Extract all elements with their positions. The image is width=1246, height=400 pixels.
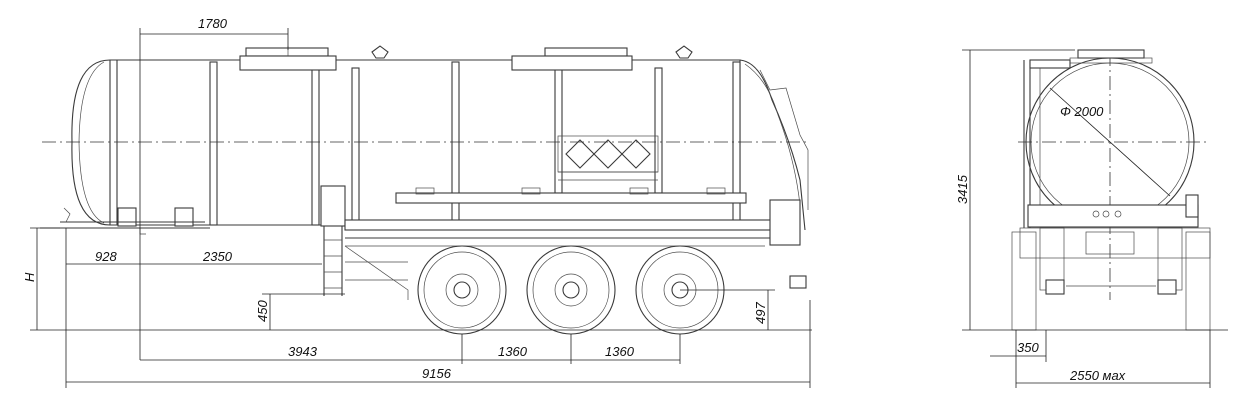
rear-side-frame (1023, 59, 1071, 228)
chassis-frame (344, 199, 807, 300)
manhole-platform-left (239, 45, 389, 71)
dim-1360-b: 1360 (605, 344, 635, 359)
rear-subframe (1019, 194, 1211, 291)
dim-2550: 2550 мах (1069, 368, 1126, 383)
rear-view: Φ 2000 (955, 49, 1228, 388)
dimension-lines (30, 28, 812, 388)
dim-diameter: Φ 2000 (1060, 104, 1104, 119)
dim-3943: 3943 (288, 344, 318, 359)
front-support (40, 207, 210, 235)
dim-450: 450 (255, 300, 270, 322)
rear-dimension-lines (962, 49, 1228, 388)
dim-h: H (22, 272, 37, 282)
diameter-leader (1049, 87, 1171, 197)
dim-9156: 9156 (422, 366, 452, 381)
side-view: 1780 928 2350 H 450 497 3943 1360 1360 9… (22, 16, 812, 388)
dim-2350: 2350 (202, 249, 233, 264)
rear-tires (1011, 231, 1211, 331)
dim-1780: 1780 (198, 16, 228, 31)
wheel-axle-1 (417, 245, 507, 335)
dim-1360-a: 1360 (498, 344, 528, 359)
ladder (320, 185, 346, 296)
tank-body (71, 59, 741, 226)
wheel-axle-2 (526, 245, 616, 335)
dim-3415: 3415 (955, 174, 970, 204)
dim-928: 928 (95, 249, 117, 264)
hazard-placard (557, 135, 659, 181)
platform-frame (395, 187, 747, 204)
dim-497: 497 (753, 302, 768, 324)
manhole-platform-right (511, 45, 693, 71)
tank-rear-end (739, 59, 809, 231)
dim-350: 350 (1017, 340, 1039, 355)
rear-hatch (1069, 49, 1153, 64)
